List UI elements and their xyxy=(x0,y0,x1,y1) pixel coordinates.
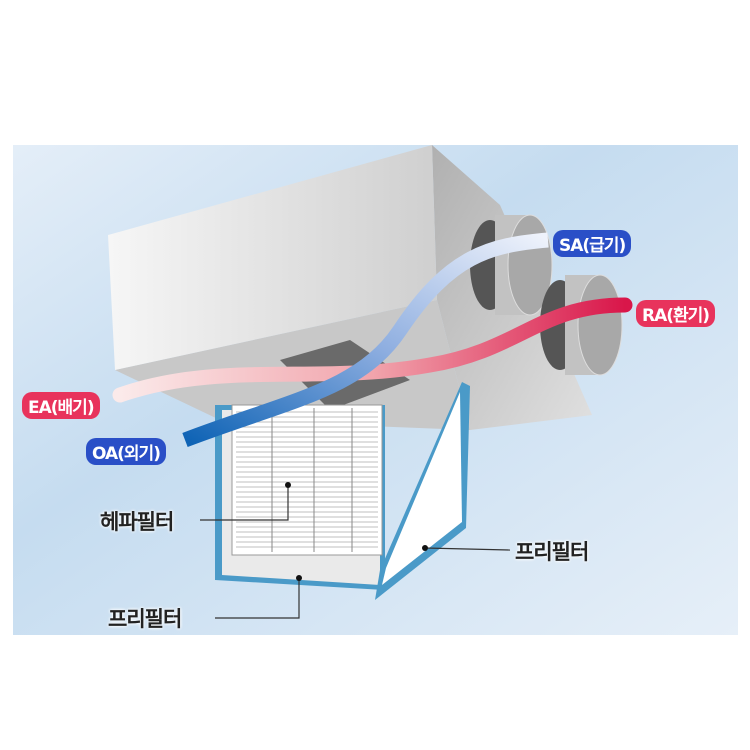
pre-filter-right-leader-line xyxy=(424,547,511,551)
pre-filter-bottom-leader-line xyxy=(215,578,300,619)
pre-filter-right-label: 프리필터 xyxy=(515,540,589,564)
pre-filter-door xyxy=(382,392,462,585)
sa-duct xyxy=(470,214,553,316)
pre-filter-bottom-label: 프리필터 xyxy=(108,607,182,631)
hepa-leader-line xyxy=(200,485,289,521)
oa-sa-airflow xyxy=(182,232,549,448)
ra-label: RA(환기) xyxy=(636,300,716,327)
hepa-filter-label: 헤파필터 xyxy=(100,510,174,534)
unit-front-face xyxy=(108,145,437,370)
ea-label: EA(배기) xyxy=(22,392,100,419)
ea-ra-airflow xyxy=(112,297,633,403)
sa-label: SA(급기) xyxy=(553,230,632,257)
pre-filter-right-marker xyxy=(422,545,428,551)
pre-filter-bottom-marker xyxy=(296,575,302,581)
hepa-marker xyxy=(285,482,291,488)
oa-label: OA(외기) xyxy=(86,438,166,465)
hepa-filter xyxy=(231,404,383,556)
